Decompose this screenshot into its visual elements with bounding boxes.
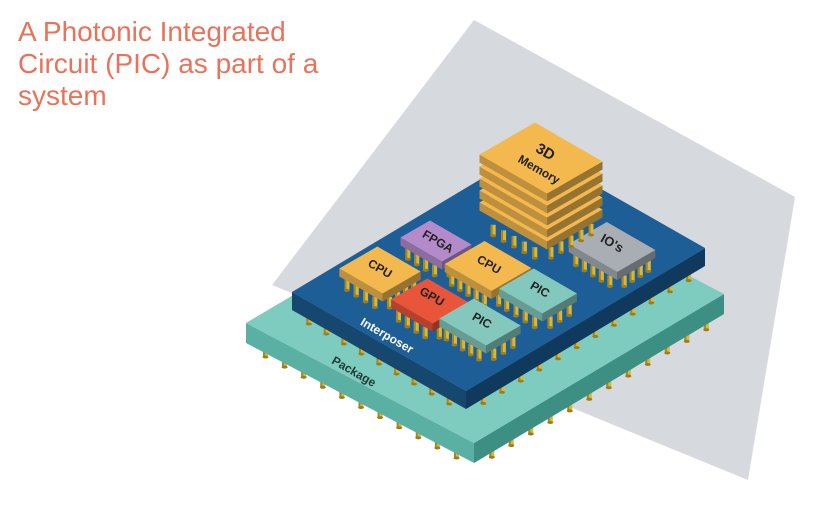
memory-pin: [500, 230, 507, 243]
memory-pin: [558, 241, 564, 254]
diagram-title-line-3: system: [18, 80, 107, 111]
diagram-title-line-1: A Photonic Integrated: [18, 16, 286, 47]
chip-pin: [422, 326, 429, 340]
chip-pin: [547, 316, 554, 329]
chip-pin: [431, 264, 438, 278]
chip-pin: [371, 296, 378, 310]
chip-pin: [436, 327, 443, 340]
chip-pin: [621, 275, 628, 288]
diagram-title-line-2: Circuit (PIC) as part of a: [18, 48, 319, 79]
pic-lower-chip: [439, 298, 521, 362]
cpu-left-chip: [339, 246, 421, 310]
chip-pin: [531, 316, 538, 330]
chips: [339, 220, 656, 362]
memory-pin: [568, 235, 574, 248]
chip-pin: [490, 348, 497, 361]
memory-pin: [548, 247, 554, 260]
chip-pin: [606, 275, 613, 288]
memory-stack: [479, 122, 603, 260]
chip-pin: [476, 349, 482, 362]
memory-layer: [479, 122, 603, 202]
memory-pin: [531, 247, 538, 260]
memory-pin: [521, 241, 528, 255]
memory-pin: [578, 229, 584, 243]
pic-right-chip: [499, 268, 577, 330]
memory-pin: [588, 223, 594, 237]
memory-pin: [511, 236, 517, 249]
memory-pin: [490, 224, 497, 238]
